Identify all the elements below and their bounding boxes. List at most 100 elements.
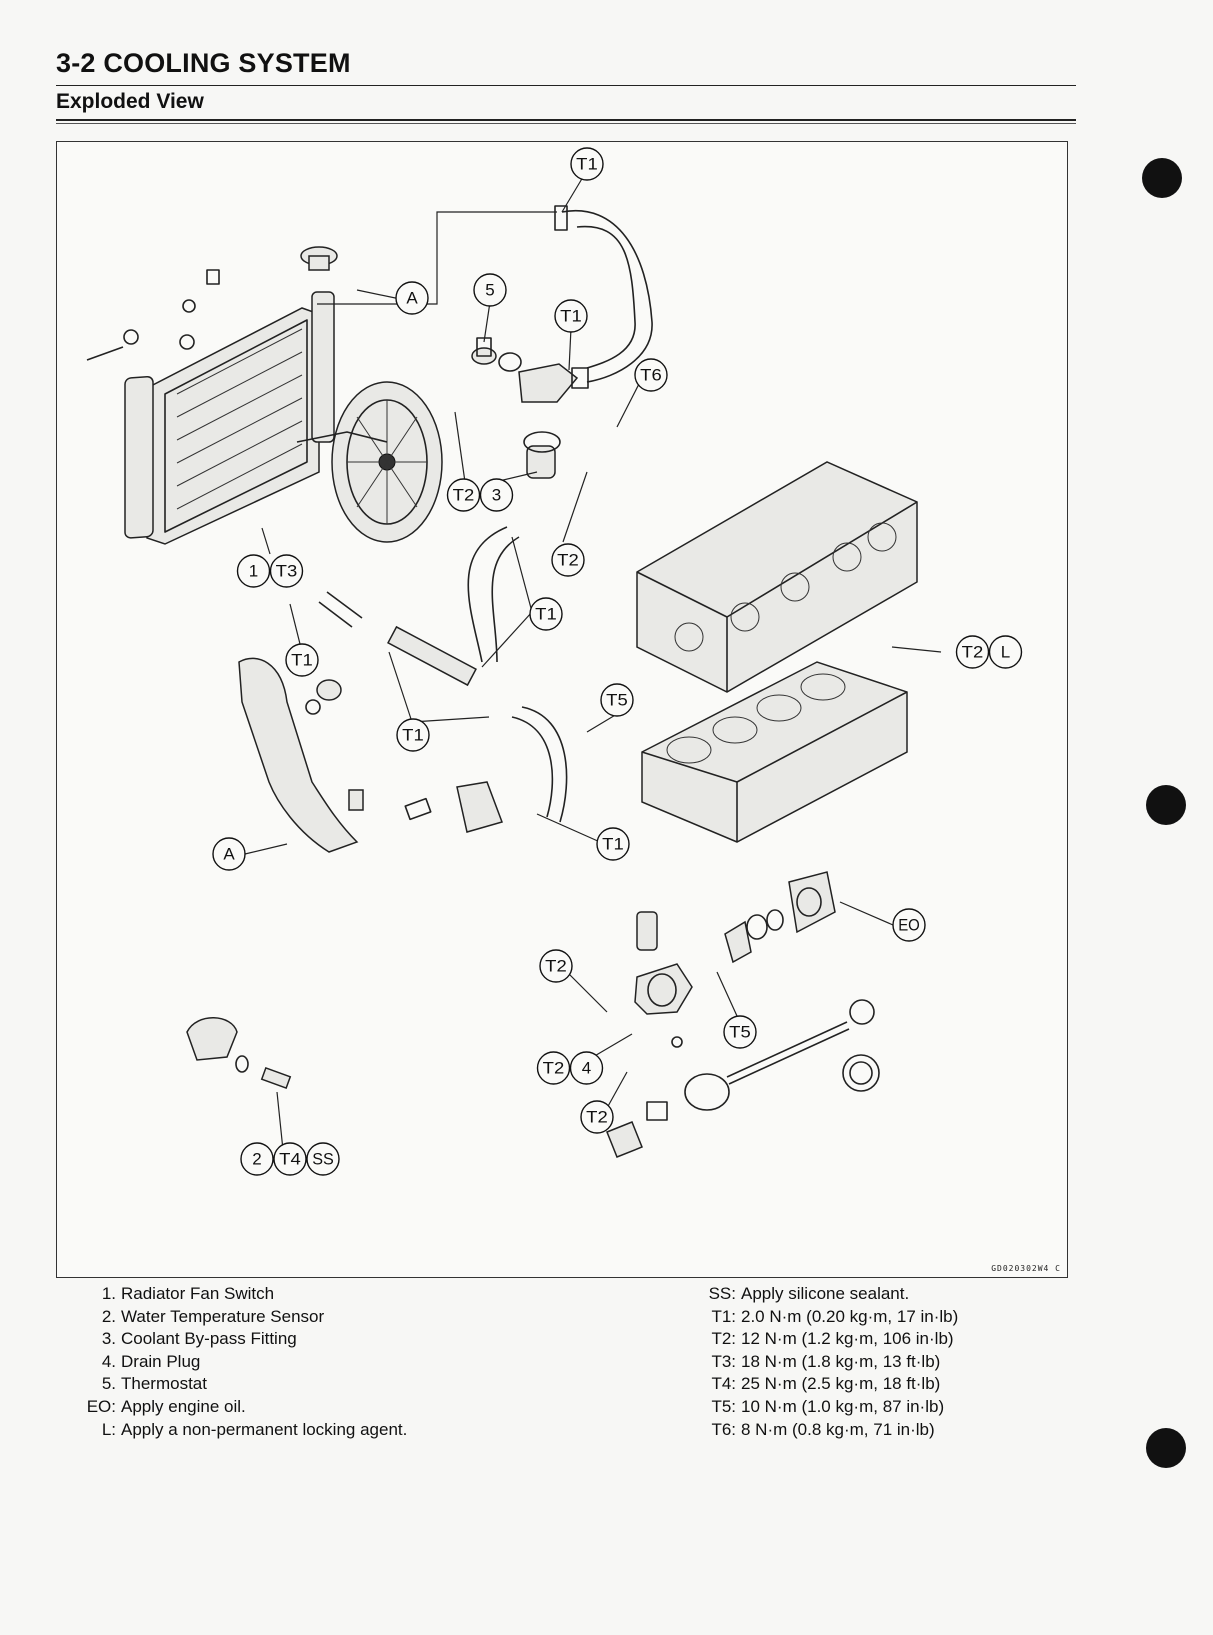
legend-text: Water Temperature Sensor <box>121 1306 325 1326</box>
callout-t5-top: T5 <box>600 683 634 717</box>
legend-key: T2: <box>711 1329 736 1349</box>
callout-circle <box>569 1051 604 1085</box>
legend-text: Coolant By-pass Fitting <box>121 1329 297 1349</box>
page-subtitle: Exploded View <box>56 90 204 113</box>
callout-label: A <box>223 845 235 864</box>
callout-label: 2 <box>252 1150 261 1169</box>
callout-label: 4 <box>582 1059 591 1078</box>
callout-label: T1 <box>576 155 598 174</box>
callout-thermostat: 5 <box>473 273 507 307</box>
legend-text: Drain Plug <box>121 1351 201 1371</box>
callout-circle <box>988 635 1023 669</box>
legend-row: SS: Apply silicone sealant. <box>700 1283 958 1306</box>
callout-circle <box>212 837 246 871</box>
legend-text: Radiator Fan Switch <box>121 1284 275 1303</box>
callout-t1-thermostat-hose: T1 <box>554 299 588 333</box>
callout-label: EO <box>898 916 920 935</box>
callout-label: L <box>1001 643 1010 662</box>
legend-key: EO: <box>86 1396 116 1416</box>
legend-row: T1:2.0 N·m (0.20 kg·m, 17 in·lb) <box>700 1306 958 1329</box>
subtitle-rule-thin <box>56 123 1076 124</box>
legend-text: 18 N·m (1.8 kg·m, 13 ft·lb) <box>741 1351 941 1371</box>
temperature-sensor-fitting <box>186 1017 292 1090</box>
callout-label: T1 <box>402 726 424 745</box>
binder-hole-bottom <box>1146 1428 1186 1468</box>
callout-t5-pump: T5 <box>723 1015 757 1049</box>
radiator <box>86 269 335 545</box>
exploded-view-drawing: T1 A 5 T1 T6 T23 T2 1T3 T1 T2L T1 T5 T1 … <box>86 147 1023 1176</box>
callout-circle <box>723 1015 757 1049</box>
legend-key: SS: <box>708 1284 736 1303</box>
callout-circle <box>536 1051 571 1085</box>
callout-label: 1 <box>249 562 258 581</box>
legend-row: L:Apply a non-permanent locking agent. <box>72 1419 408 1442</box>
figure-code: GD020302W4 C <box>991 1264 1061 1273</box>
legend-key: 3. <box>101 1329 116 1349</box>
callout-circle <box>529 597 563 631</box>
callout-label: T4 <box>279 1150 301 1169</box>
callout-label: T2 <box>543 1059 565 1078</box>
callout-label: T1 <box>602 835 624 854</box>
callout-circle <box>396 718 430 752</box>
legend-row: 1. Radiator Fan Switch <box>72 1283 407 1306</box>
legend-text: Apply engine oil. <box>121 1396 246 1416</box>
torque-legend: SS: Apply silicone sealant. T1:2.0 N·m (0.… <box>700 1283 959 1441</box>
middle-hoses <box>318 526 568 823</box>
callout-circle <box>551 543 585 577</box>
legend-row: T3:18 N·m (1.8 kg·m, 13 ft·lb) <box>700 1351 958 1374</box>
callout-t6: T6 <box>634 358 668 392</box>
legend-row: 2.Water Temperature Sensor <box>72 1306 407 1329</box>
thermostat <box>471 337 522 372</box>
legend-text: Thermostat <box>121 1374 207 1394</box>
legend-key: T3: <box>711 1351 736 1371</box>
binder-hole-top <box>1142 158 1182 198</box>
legend-key: T1: <box>711 1306 736 1326</box>
legend-text: Apply silicone sealant. <box>741 1284 910 1303</box>
callout-circle <box>634 358 668 392</box>
callout-label: T2 <box>557 551 579 570</box>
legend-text: Apply a non-permanent locking agent. <box>121 1419 408 1439</box>
callout-circle <box>273 1142 307 1176</box>
legend-key: 1. <box>101 1284 116 1303</box>
legend-row: T5:10 N·m (1.0 kg·m, 87 in·lb) <box>700 1396 958 1419</box>
legend-key: T6: <box>711 1419 736 1439</box>
callout-label: T2 <box>453 486 475 505</box>
callout-label: T2 <box>586 1108 608 1127</box>
legend-row: 5.Thermostat <box>72 1373 407 1396</box>
legend-row: 4.Drain Plug <box>72 1351 407 1374</box>
legend-key: L: <box>101 1419 116 1439</box>
reserve-tank-bracket <box>404 781 503 833</box>
callout-circle <box>240 1142 274 1176</box>
callout-circle <box>539 949 573 983</box>
callout-t1-left: T1 <box>285 643 319 677</box>
legend-key: 5. <box>101 1374 116 1394</box>
callout-circle <box>479 478 514 512</box>
legend-text: 12 N·m (1.2 kg·m, 106 in·lb) <box>741 1329 954 1349</box>
parts-legend: 1. Radiator Fan Switch 2.Water Temperature… <box>72 1283 408 1442</box>
cylinder-block <box>641 661 908 843</box>
water-pump-assembly <box>606 871 880 1158</box>
bypass-fitting <box>523 431 561 479</box>
callout-label: T3 <box>276 562 298 581</box>
callout-circle <box>236 554 271 588</box>
legend-text: 10 N·m (1.0 kg·m, 87 in·lb) <box>741 1396 945 1416</box>
legend-row: T4:25 N·m (2.5 kg·m, 18 ft·lb) <box>700 1373 958 1396</box>
callout-circle <box>570 147 604 181</box>
legend-text: 25 N·m (2.5 kg·m, 18 ft·lb) <box>741 1374 941 1394</box>
legend-key: 2. <box>101 1306 116 1326</box>
callout-engine-oil: EO <box>892 908 926 942</box>
reserve-tank <box>238 657 364 853</box>
leader-a-top <box>317 211 557 305</box>
callout-t2-pump: T2 <box>539 949 573 983</box>
callout-circle <box>446 478 481 512</box>
callout-t1-middle: T1 <box>396 718 430 752</box>
legend-text: 2.0 N·m (0.20 kg·m, 17 in·lb) <box>741 1306 959 1326</box>
callout-label: SS <box>312 1150 334 1169</box>
thermostat-housing <box>518 363 589 403</box>
legend-key: T4: <box>711 1374 736 1394</box>
callout-drain-plug: T2 4 <box>536 1051 604 1085</box>
radiator-cap <box>300 246 338 271</box>
callout-label: A <box>406 289 418 308</box>
callout-circle <box>285 643 319 677</box>
